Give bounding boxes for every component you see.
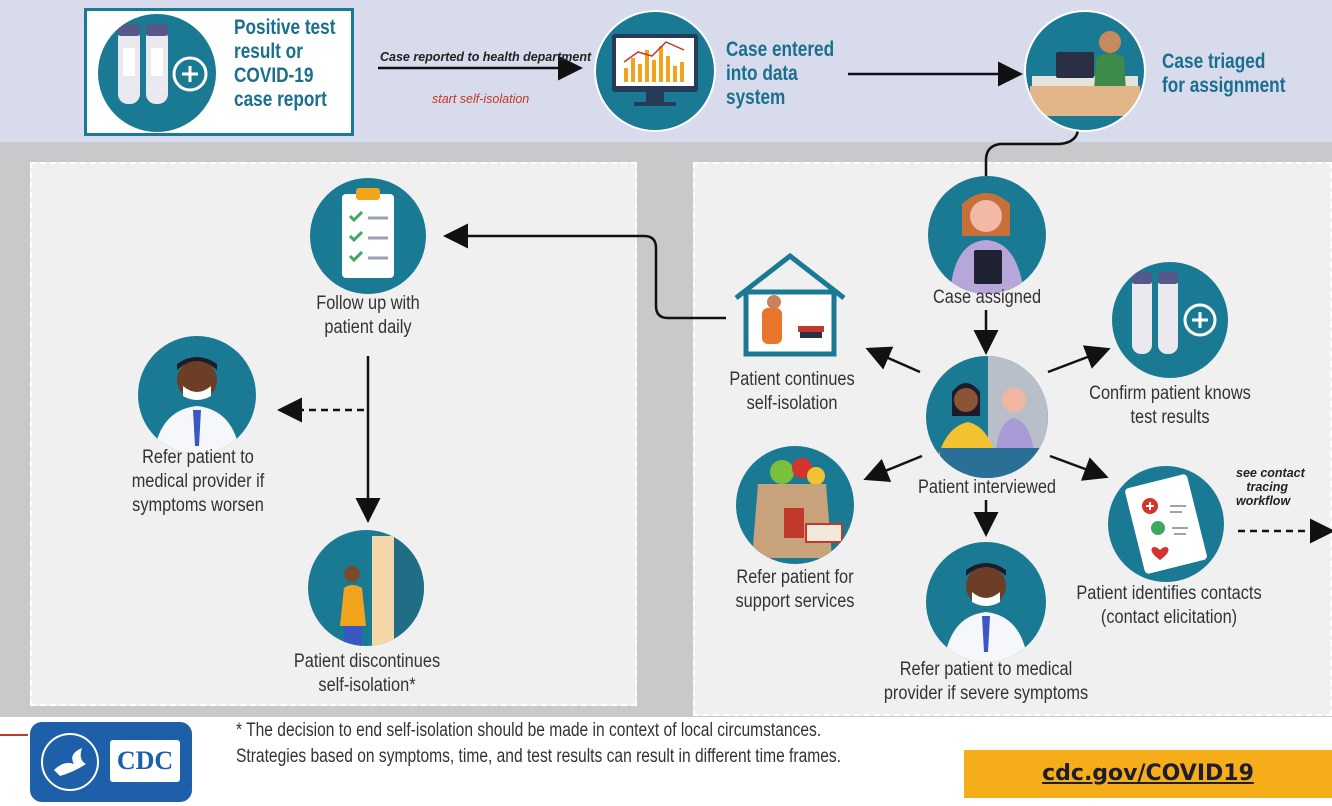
arrow1-top-label: Case reported to health department xyxy=(380,50,592,64)
cdc-badge: CDC xyxy=(110,740,180,782)
step2-title: Case entered into data system xyxy=(726,38,835,109)
case-assigned-icon xyxy=(928,176,1046,294)
arrow-continues xyxy=(865,346,921,374)
confirm-test-icon xyxy=(1112,262,1228,378)
severe-label: Refer patient to medical provider if sev… xyxy=(883,659,1089,704)
arrow-confirm xyxy=(1047,345,1111,374)
url-bar[interactable]: cdc.gov/COVID19 xyxy=(964,750,1332,798)
arrow1-bottom-label: start self-isolation xyxy=(432,92,530,106)
cdc-url-link[interactable]: cdc.gov/COVID19 xyxy=(1042,761,1254,786)
see-contact-note: see contact tracing workflow xyxy=(1236,466,1305,508)
continues-label: Patient continues self-isolation xyxy=(729,369,855,414)
hhs-eagle-icon xyxy=(41,733,99,791)
patient-interviewed-label: Patient interviewed xyxy=(917,477,1057,498)
patient-interviewed-icon xyxy=(926,356,1048,478)
arrow-contacts xyxy=(1049,454,1109,481)
refer-worsen-label: Refer patient to medical provider if sym… xyxy=(131,447,265,516)
arrow-support xyxy=(863,454,923,483)
contacts-clipboard-icon xyxy=(1108,466,1224,582)
data-system-icon xyxy=(594,10,716,132)
support-services-icon xyxy=(736,446,854,564)
step1-title: Positive test result or COVID-19 case re… xyxy=(234,16,336,111)
arrow-triaged xyxy=(984,127,1080,176)
door-exit-icon xyxy=(308,530,424,646)
triage-worker-icon xyxy=(1024,10,1146,132)
footnote: * The decision to end self-isolation sho… xyxy=(236,720,842,767)
step3-title: Case triaged for assignment xyxy=(1162,50,1286,97)
test-tubes-icon xyxy=(98,14,216,132)
clipboard-checklist-icon xyxy=(310,178,426,294)
cdc-logo-text: CDC xyxy=(116,746,174,775)
follow-up-label: Follow up with patient daily xyxy=(316,293,420,338)
home-isolation-icon xyxy=(728,250,852,360)
doctor-severe-icon xyxy=(926,542,1046,662)
cdc-logo: CDC xyxy=(30,722,192,802)
contacts-label: Patient identifies contacts (contact eli… xyxy=(1076,583,1262,628)
confirm-label: Confirm patient knows test results xyxy=(1089,383,1251,428)
arrow-follow-up xyxy=(443,223,726,320)
case-assigned-label: Case assigned xyxy=(932,287,1042,308)
doctor-worsen-icon xyxy=(138,336,256,454)
discontinue-label: Patient discontinues self-isolation* xyxy=(293,651,441,696)
support-label: Refer patient for support services xyxy=(735,567,855,612)
